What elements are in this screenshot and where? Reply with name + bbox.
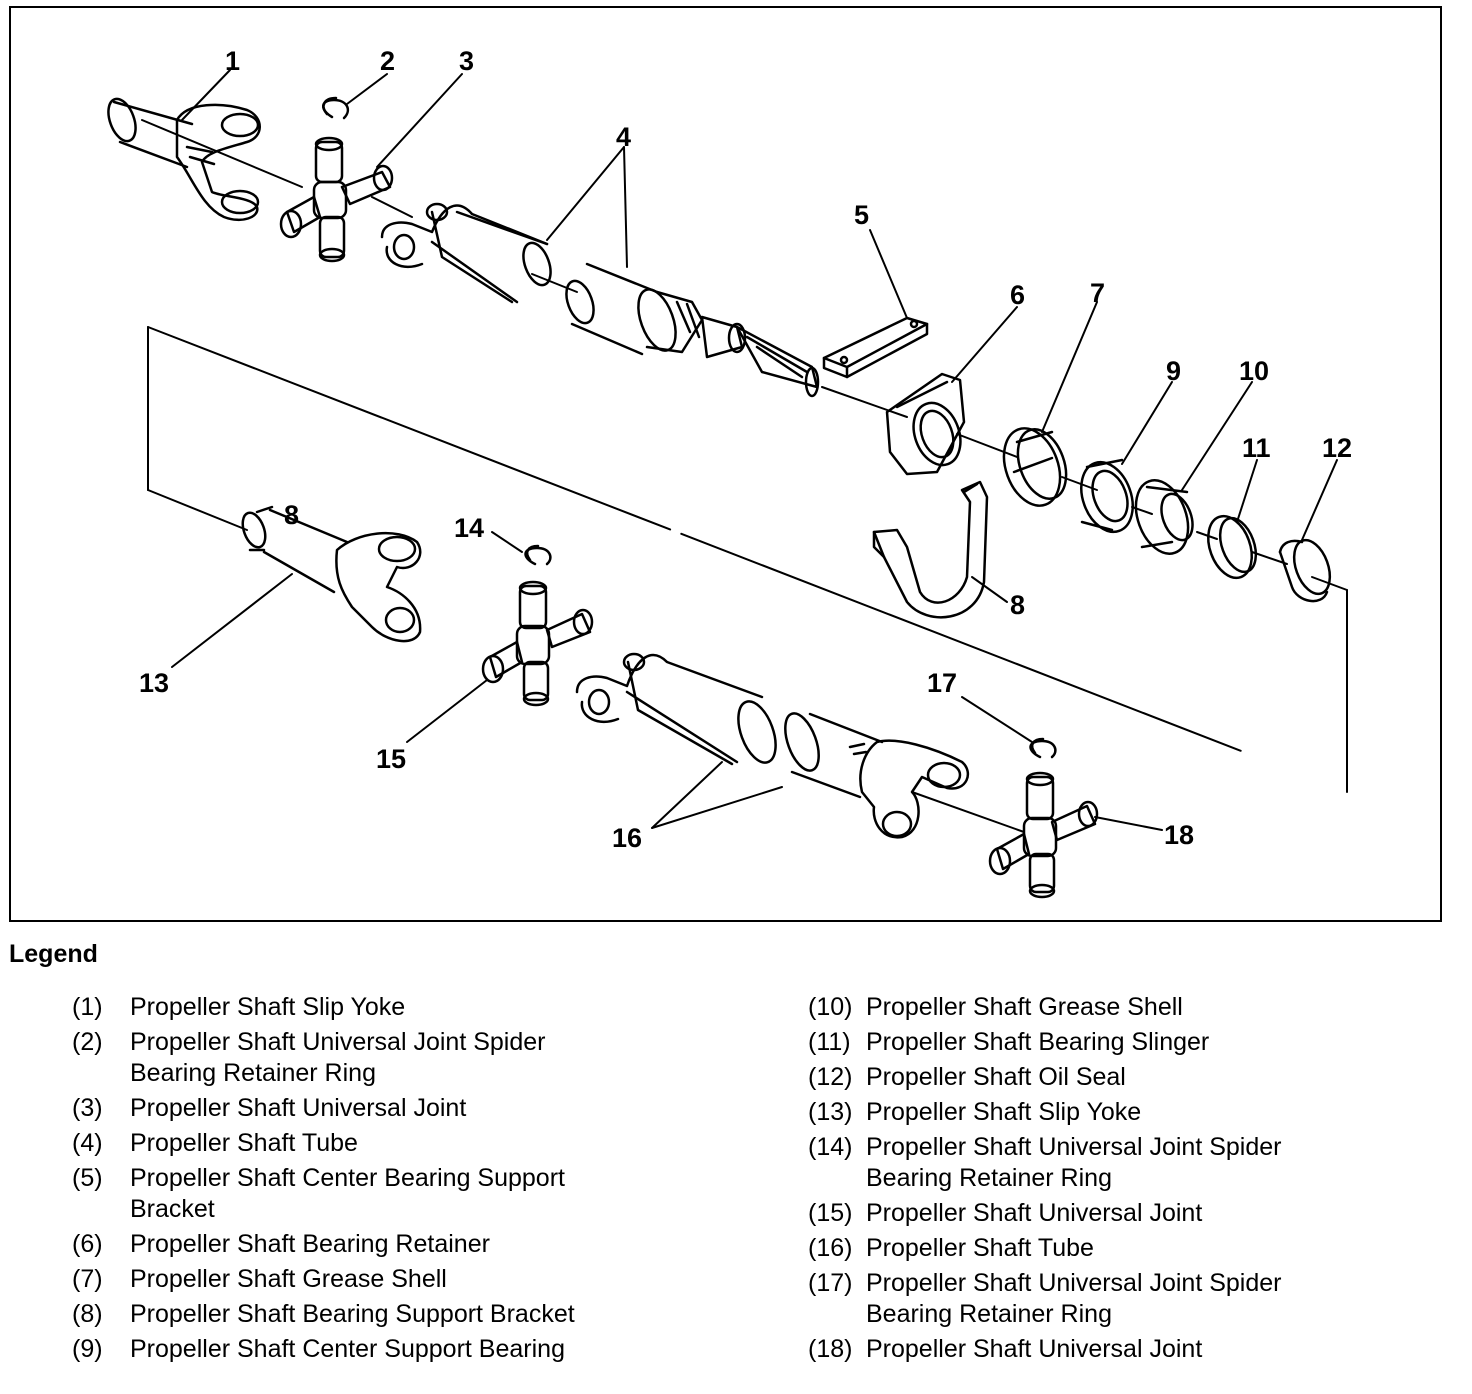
legend-text: Propeller Shaft Universal Joint xyxy=(866,1199,1203,1227)
legend-number: (8) xyxy=(72,1300,103,1328)
legend-entry: (18) Propeller Shaft Universal Joint xyxy=(808,1334,1448,1365)
legend-number: (11) xyxy=(808,1028,851,1056)
upper-centerline xyxy=(141,119,1348,591)
legend-text: Propeller Shaft Universal Joint Spider B… xyxy=(866,1133,1282,1192)
legend-number: (7) xyxy=(72,1265,103,1293)
callout-numbers: 1 2 3 4 5 6 7 8 8 9 10 11 12 13 14 15 16… xyxy=(139,46,1352,853)
legend-entry: (15) Propeller Shaft Universal Joint xyxy=(808,1198,1448,1229)
assembly-link-line xyxy=(147,326,1348,793)
legend-entry: (11) Propeller Shaft Bearing Slinger xyxy=(808,1027,1448,1058)
legend-entry: (4) Propeller Shaft Tube xyxy=(72,1128,712,1159)
callout-13: 13 xyxy=(139,668,169,698)
legend-entry: (2) Propeller Shaft Universal Joint Spide… xyxy=(72,1027,712,1089)
legend-entry: (5) Propeller Shaft Center Bearing Suppor… xyxy=(72,1163,712,1225)
universal-joint-18 xyxy=(911,771,1099,899)
legend-column-right: (10) Propeller Shaft Grease Shell (11) Pro… xyxy=(808,992,1448,1369)
legend-number: (15) xyxy=(808,1199,853,1227)
callout-14: 14 xyxy=(454,513,484,543)
legend-text: Propeller Shaft Oil Seal xyxy=(866,1063,1126,1091)
bearing-slinger-11 xyxy=(1207,514,1258,580)
legend-number: (6) xyxy=(72,1230,103,1258)
legend-text: Propeller Shaft Universal Joint xyxy=(866,1335,1203,1363)
universal-joint-15 xyxy=(481,580,594,707)
callout-8b: 8 xyxy=(1010,590,1025,620)
legend-entry: (12) Propeller Shaft Oil Seal xyxy=(808,1062,1448,1093)
legend-text: Propeller Shaft Grease Shell xyxy=(866,993,1183,1021)
legend-text: Propeller Shaft Bearing Support Bracket xyxy=(130,1300,575,1328)
legend-text: Propeller Shaft Center Support Bearing xyxy=(130,1335,565,1363)
oil-seal-12 xyxy=(1278,538,1332,603)
legend-number: (12) xyxy=(808,1063,853,1091)
callout-18: 18 xyxy=(1164,820,1194,850)
callout-3: 3 xyxy=(459,46,474,76)
callout-17: 17 xyxy=(927,668,957,698)
legend-entry: (7) Propeller Shaft Grease Shell xyxy=(72,1264,712,1295)
support-bracket-5 xyxy=(822,316,929,379)
legend-entry: (17) Propeller Shaft Universal Joint Spid… xyxy=(808,1268,1448,1330)
legend-entry: (14) Propeller Shaft Universal Joint Spid… xyxy=(808,1132,1448,1194)
legend-text: Propeller Shaft Grease Shell xyxy=(130,1265,447,1293)
callout-4: 4 xyxy=(616,122,631,152)
retainer-ring-14 xyxy=(524,544,552,566)
legend-column-left: (1) Propeller Shaft Slip Yoke (2) Propelle… xyxy=(72,992,712,1369)
callout-15: 15 xyxy=(376,744,406,774)
callout-9: 9 xyxy=(1166,356,1181,386)
legend-entry: (6) Propeller Shaft Bearing Retainer xyxy=(72,1229,712,1260)
legend-number: (13) xyxy=(808,1098,853,1126)
legend-text: Propeller Shaft Bearing Slinger xyxy=(866,1028,1210,1056)
legend-title: Legend xyxy=(9,940,98,968)
callout-2: 2 xyxy=(380,46,395,76)
legend-text: Propeller Shaft Tube xyxy=(866,1234,1094,1262)
legend-text: Propeller Shaft Universal Joint Spider B… xyxy=(130,1028,546,1087)
legend-number: (5) xyxy=(72,1164,103,1192)
bearing-retainer-6 xyxy=(885,372,966,476)
legend-number: (16) xyxy=(808,1234,853,1262)
legend-entry: (8) Propeller Shaft Bearing Support Brack… xyxy=(72,1299,712,1330)
shaft-tube-4 xyxy=(380,202,820,398)
legend-entry: (10) Propeller Shaft Grease Shell xyxy=(808,992,1448,1023)
legend-entry: (3) Propeller Shaft Universal Joint xyxy=(72,1093,712,1124)
retainer-ring-17 xyxy=(1029,737,1057,759)
callout-10: 10 xyxy=(1239,356,1269,386)
callout-12: 12 xyxy=(1322,433,1352,463)
exploded-view-diagram: 1 2 3 4 5 6 7 8 8 9 10 11 12 13 14 15 16… xyxy=(9,6,1442,922)
legend-number: (17) xyxy=(808,1269,853,1297)
universal-joint-3 xyxy=(279,136,394,263)
legend-text: Propeller Shaft Slip Yoke xyxy=(130,993,406,1021)
shaft-tube-16 xyxy=(575,652,970,839)
grease-shell-10 xyxy=(1134,479,1194,555)
legend-number: (3) xyxy=(72,1094,103,1122)
legend-text: Propeller Shaft Slip Yoke xyxy=(866,1098,1142,1126)
callout-16: 16 xyxy=(612,823,642,853)
callout-6: 6 xyxy=(1010,280,1025,310)
retainer-ring-2 xyxy=(322,96,350,120)
legend-entry: (16) Propeller Shaft Tube xyxy=(808,1233,1448,1264)
legend-text: Propeller Shaft Universal Joint xyxy=(130,1094,467,1122)
callout-7: 7 xyxy=(1090,278,1105,308)
slip-yoke-1 xyxy=(107,97,261,222)
center-support-bearing-9 xyxy=(1080,458,1134,534)
legend-text: Propeller Shaft Tube xyxy=(130,1129,358,1157)
legend-number: (1) xyxy=(72,993,103,1021)
callout-1: 1 xyxy=(225,46,240,76)
grease-shell-7 xyxy=(1002,427,1068,507)
legend-text: Propeller Shaft Universal Joint Spider B… xyxy=(866,1269,1282,1328)
legend-number: (10) xyxy=(808,993,853,1021)
legend-number: (2) xyxy=(72,1028,103,1056)
legend-entry: (1) Propeller Shaft Slip Yoke xyxy=(72,992,712,1023)
bearing-support-bracket-8 xyxy=(872,480,989,619)
legend-number: (9) xyxy=(72,1335,103,1363)
leader-lines xyxy=(171,69,1338,831)
legend-number: (4) xyxy=(72,1129,103,1157)
legend-number: (14) xyxy=(808,1133,853,1161)
legend-text: Propeller Shaft Center Bearing Support B… xyxy=(130,1164,565,1223)
legend-entry: (13) Propeller Shaft Slip Yoke xyxy=(808,1097,1448,1128)
legend-entry: (9) Propeller Shaft Center Support Bearin… xyxy=(72,1334,712,1365)
legend-number: (18) xyxy=(808,1335,853,1363)
legend-text: Propeller Shaft Bearing Retainer xyxy=(130,1230,490,1258)
callout-11: 11 xyxy=(1242,433,1271,463)
callout-5: 5 xyxy=(854,200,869,230)
callout-8a: 8 xyxy=(284,500,299,530)
slip-yoke-13 xyxy=(241,505,422,643)
